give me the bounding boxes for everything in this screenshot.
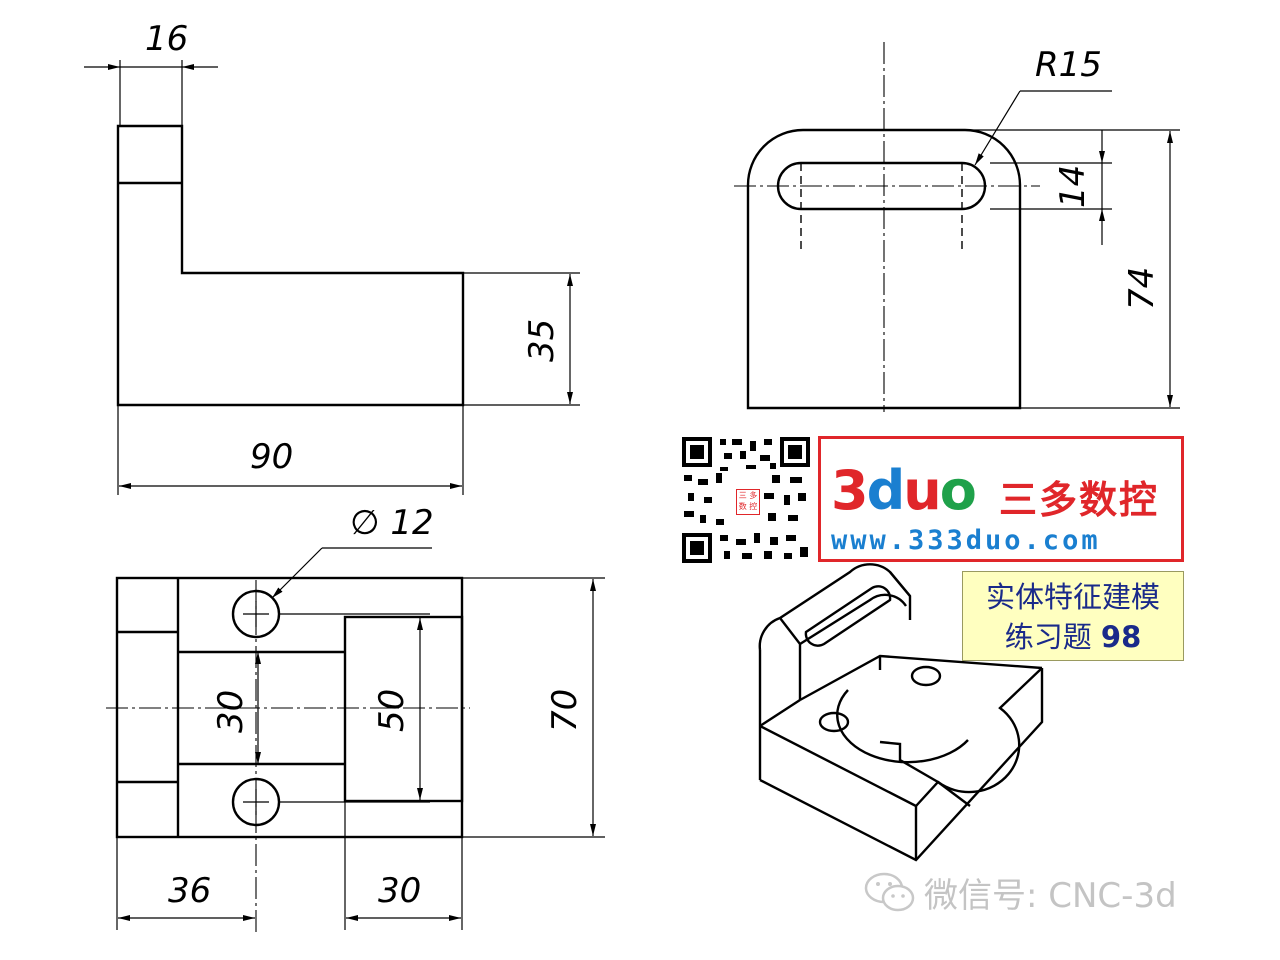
logo-char-o: o [939, 459, 977, 522]
dim-30-horizontal-label: 30 [378, 871, 421, 911]
dim-16-label: 16 [145, 19, 188, 59]
logo-char-d: d [866, 459, 906, 522]
dim-50-label: 50 [372, 689, 412, 732]
dim-36-label: 36 [168, 871, 211, 911]
qr-code [680, 435, 812, 565]
dim-90-label: 90 [250, 437, 293, 477]
dim-dia12-label: ∅ 12 [350, 503, 434, 543]
front-view: 16 35 90 [84, 19, 580, 495]
isometric-view [758, 563, 1044, 862]
wechat-icon [864, 872, 915, 912]
dim-70-label: 70 [545, 689, 585, 732]
title-line2: 练习题 98 [963, 617, 1183, 657]
side-view: 14 74 R15 [734, 42, 1180, 412]
brand-url: www.333duo.com [831, 525, 1101, 556]
title-number: 98 [1100, 620, 1142, 654]
qr-badge-line2: 数 控 [738, 502, 758, 511]
logo-char-3: 3 [831, 459, 869, 522]
title-line2-prefix: 练习题 [1004, 620, 1101, 654]
brand-logo: 3duo [831, 459, 977, 522]
qr-center-badge: 三 多 数 控 [736, 489, 760, 515]
brand-name: 三多数控 [999, 478, 1160, 522]
dim-14-label: 14 [1053, 165, 1093, 208]
logo-char-u: u [903, 459, 941, 522]
brand-banner: 3duo 三多数控 www.333duo.com [818, 436, 1184, 562]
exercise-title: 实体特征建模 练习题 98 [962, 571, 1184, 661]
dim-35-label: 35 [522, 319, 562, 362]
dim-74-label: 74 [1122, 267, 1162, 310]
qr-badge-line1: 三 多 [738, 491, 758, 500]
wechat-id-watermark: 微信号: CNC-3d [924, 876, 1177, 916]
title-line1: 实体特征建模 [985, 580, 1160, 614]
dim-30-vertical-label: 30 [211, 690, 251, 733]
top-view: 30 50 70 36 30 ∅ 12 [106, 503, 605, 932]
dim-r15-label: R15 [1035, 45, 1102, 85]
